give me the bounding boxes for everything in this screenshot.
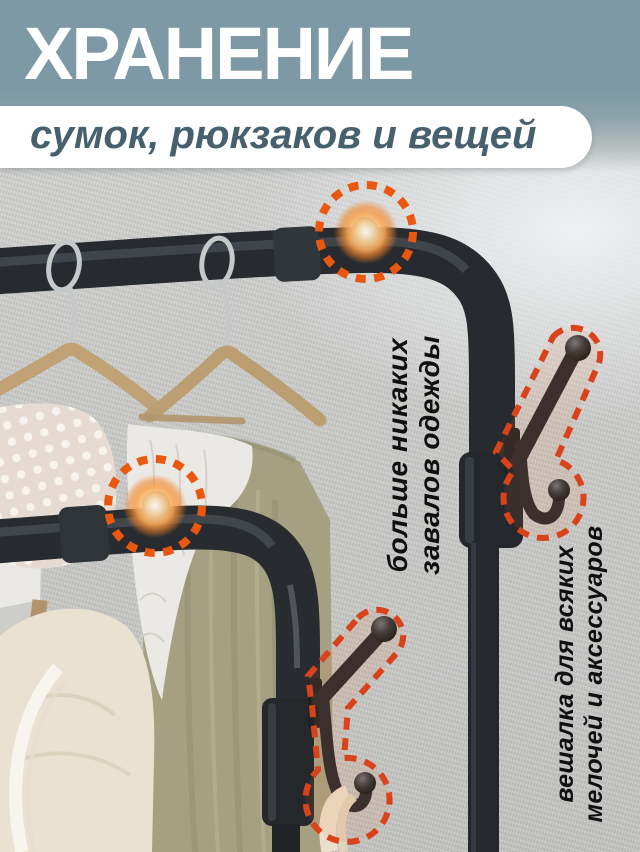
note-line: мелочей и аксессуаров <box>580 525 608 823</box>
bag-strap <box>319 785 352 852</box>
page-title: ХРАНЕНИЕ <box>24 12 414 95</box>
highlight-circle-icon <box>104 455 206 557</box>
note-hooks-purpose: вешалка для всяких мелочей и аксессуаров <box>551 526 609 823</box>
front-pole-hooks <box>308 616 397 852</box>
wooden-hangers <box>0 342 327 427</box>
note-line: вешалка для всяких <box>551 545 579 803</box>
note-line: больше никаких <box>382 337 413 573</box>
note-no-clothes-piles: больше никаких завалов одежды <box>382 335 446 575</box>
hook-outline-icon <box>302 606 407 845</box>
hanger-rings <box>46 235 235 349</box>
highlight-circle-icon <box>315 181 417 283</box>
hook-outline-icon <box>492 324 604 541</box>
subtitle-banner: сумок, рюкзаков и вещей <box>0 106 592 168</box>
back-pole-hooks <box>504 335 591 525</box>
note-line: завалов одежды <box>414 335 445 575</box>
subtitle-text: сумок, рюкзаков и вещей <box>30 112 537 157</box>
